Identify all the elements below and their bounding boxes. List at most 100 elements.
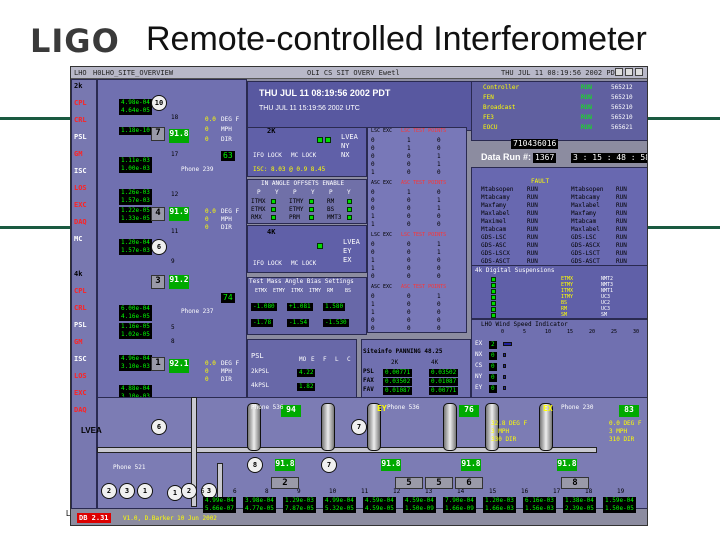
test-point-value[interactable]: 0: [437, 301, 441, 308]
gauge-box[interactable]: 3: [151, 275, 165, 289]
test-point-value[interactable]: 0: [407, 325, 411, 332]
close-icon[interactable]: [635, 68, 643, 76]
in-angle-led[interactable]: [347, 215, 352, 220]
valve-circle[interactable]: 3: [119, 483, 135, 499]
process-name[interactable]: GDS-LSC: [571, 234, 597, 241]
process-name[interactable]: Mtabsopen: [571, 186, 604, 193]
test-point-value[interactable]: 1: [437, 197, 441, 204]
in-angle-led[interactable]: [347, 199, 352, 204]
process-name[interactable]: Maxfamy: [571, 210, 597, 217]
test-point-value[interactable]: 1: [371, 213, 375, 220]
test-point-value[interactable]: 1: [407, 189, 411, 196]
vacuum-chamber[interactable]: [321, 403, 335, 451]
test-point-value[interactable]: 0: [437, 273, 441, 280]
test-point-value[interactable]: 1: [407, 137, 411, 144]
in-angle-row[interactable]: ETMX: [251, 206, 266, 213]
subsystem-label[interactable]: EXC: [74, 201, 87, 209]
test-point-value[interactable]: 1: [371, 257, 375, 264]
window-menu[interactable]: LHO: [74, 69, 87, 77]
process-name[interactable]: Maxlabel: [571, 226, 600, 233]
suspension-name[interactable]: BS: [561, 300, 568, 306]
test-point-value[interactable]: 1: [437, 241, 441, 248]
test-mass-y-value[interactable]: -1.54: [287, 319, 310, 327]
process-name[interactable]: GDS-LSCT: [571, 250, 600, 257]
test-point-value[interactable]: 0: [437, 317, 441, 324]
in-angle-led[interactable]: [309, 215, 314, 220]
test-point-value[interactable]: 0: [371, 161, 375, 168]
in-angle-row[interactable]: ITMX: [251, 198, 266, 205]
subsystem-label[interactable]: ISC: [74, 167, 87, 175]
suspension-name[interactable]: ITMX: [561, 288, 574, 294]
test-point-value[interactable]: 0: [407, 241, 411, 248]
subsystem-label[interactable]: DAQ: [74, 406, 87, 414]
subsystem-label[interactable]: CPL: [74, 287, 87, 295]
gauge-box[interactable]: 1: [151, 357, 165, 371]
test-point-value[interactable]: 1: [437, 161, 441, 168]
test-point-value[interactable]: 0: [371, 189, 375, 196]
test-point-value[interactable]: 0: [371, 197, 375, 204]
vacuum-chamber[interactable]: [539, 403, 553, 451]
vacuum-chamber[interactable]: [247, 403, 261, 451]
test-point-value[interactable]: 0: [437, 221, 441, 228]
test-point-value[interactable]: 0: [371, 241, 375, 248]
test-mass-y-value[interactable]: -1.530: [323, 319, 349, 327]
test-mass-p-value[interactable]: -1.080: [251, 303, 277, 311]
test-point-value[interactable]: 0: [371, 249, 375, 256]
test-point-value[interactable]: 0: [371, 293, 375, 300]
vacuum-gauge-circle[interactable]: 6: [151, 239, 167, 255]
in-angle-led[interactable]: [271, 215, 276, 220]
process-name[interactable]: GDS-ASCX: [571, 242, 600, 249]
test-point-value[interactable]: 0: [371, 273, 375, 280]
subsystem-label[interactable]: PSL: [74, 133, 87, 141]
test-point-value[interactable]: 0: [437, 265, 441, 272]
process-name[interactable]: Mtabcam: [571, 218, 597, 225]
test-mass-p-value[interactable]: +1.081: [287, 303, 313, 311]
subsystem-label[interactable]: ISC: [74, 355, 87, 363]
valve-circle[interactable]: 2: [101, 483, 117, 499]
vacuum-gauge-circle[interactable]: 10: [151, 95, 167, 111]
test-point-value[interactable]: 0: [437, 257, 441, 264]
maximize-icon[interactable]: [625, 68, 633, 76]
gauge-box[interactable]: 4: [151, 207, 165, 221]
test-point-value[interactable]: 0: [407, 317, 411, 324]
subsystem-label[interactable]: DAQ: [74, 218, 87, 226]
test-point-value[interactable]: 0: [407, 293, 411, 300]
subsystem-label[interactable]: MC: [74, 235, 83, 243]
test-point-value[interactable]: 0: [437, 145, 441, 152]
test-point-value[interactable]: 0: [407, 197, 411, 204]
in-angle-row[interactable]: RM: [327, 198, 335, 205]
test-point-value[interactable]: 1: [371, 221, 375, 228]
suspension-name[interactable]: SM: [561, 312, 568, 318]
subsystem-label[interactable]: GM: [74, 338, 83, 346]
gauge-box[interactable]: 8: [561, 477, 589, 489]
in-angle-row[interactable]: MMT3: [327, 214, 342, 221]
in-angle-row[interactable]: ITMY: [289, 198, 304, 205]
test-point-value[interactable]: 1: [437, 153, 441, 160]
valve-circle[interactable]: 7: [351, 419, 367, 435]
test-point-value[interactable]: 0: [437, 137, 441, 144]
in-angle-led[interactable]: [271, 207, 276, 212]
process-name[interactable]: GDS-LSC: [481, 234, 507, 241]
test-point-value[interactable]: 0: [437, 213, 441, 220]
in-angle-row[interactable]: ETMY: [289, 206, 304, 213]
process-name[interactable]: Maxlabel: [481, 210, 510, 217]
valve-circle[interactable]: 6: [151, 419, 167, 435]
in-angle-led[interactable]: [309, 199, 314, 204]
gauge-box[interactable]: 5: [425, 477, 453, 489]
test-point-value[interactable]: 0: [437, 169, 441, 176]
in-angle-row[interactable]: RMX: [251, 214, 262, 221]
subsystem-label[interactable]: CRL: [74, 304, 87, 312]
test-point-value[interactable]: 1: [371, 301, 375, 308]
test-point-value[interactable]: 0: [407, 221, 411, 228]
test-point-value[interactable]: 0: [371, 205, 375, 212]
in-angle-led[interactable]: [309, 207, 314, 212]
process-name[interactable]: Maximel: [481, 218, 507, 225]
subsystem-label[interactable]: PSL: [74, 321, 87, 329]
valve-circle[interactable]: 7: [321, 457, 337, 473]
valve-circle[interactable]: 8: [247, 457, 263, 473]
process-name[interactable]: Maxfamy: [481, 202, 507, 209]
process-name[interactable]: GDS-ASC: [481, 242, 507, 249]
test-point-value[interactable]: 0: [437, 309, 441, 316]
test-point-value[interactable]: 0: [407, 169, 411, 176]
test-point-value[interactable]: 0: [437, 189, 441, 196]
